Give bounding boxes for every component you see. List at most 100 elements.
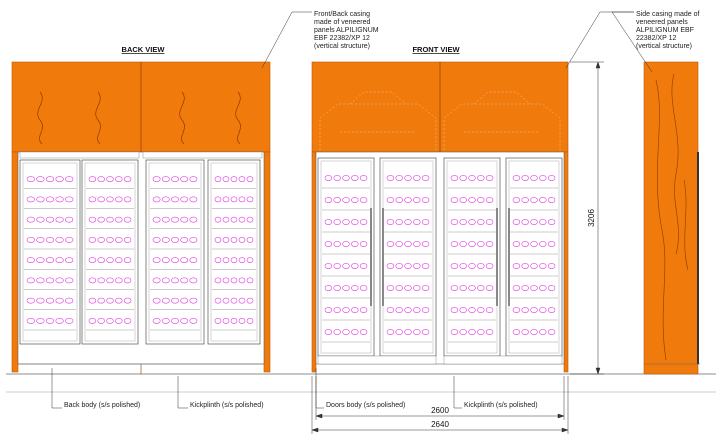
- wine-bottle: [106, 216, 114, 223]
- wine-bottle: [230, 297, 238, 304]
- wine-bottle: [230, 236, 238, 243]
- wine-bottle: [450, 329, 459, 335]
- wine-bottle: [351, 263, 359, 269]
- wine-bottle: [106, 317, 114, 324]
- wine-bottle: [342, 175, 350, 181]
- wine-bottle: [36, 297, 45, 304]
- wine-bottle: [521, 329, 529, 335]
- wine-bottle: [512, 219, 521, 225]
- wine-bottle: [477, 329, 485, 335]
- wine-bottle: [115, 257, 123, 264]
- wine-bottle: [106, 297, 114, 304]
- wine-bottle: [485, 219, 494, 225]
- wine-bottle: [97, 196, 105, 203]
- wine-bottle: [342, 329, 350, 335]
- wine-bottle: [386, 175, 395, 181]
- wine-bottle: [152, 257, 161, 264]
- wine-bottle: [106, 176, 114, 183]
- wine-bottle: [421, 219, 430, 225]
- wine-bottle: [189, 216, 198, 223]
- wine-bottle: [55, 236, 64, 243]
- wine-bottle: [342, 219, 350, 225]
- wine-bottle: [333, 175, 341, 181]
- cabinet-door: [443, 157, 501, 357]
- side-casing-note-line: veneered panels: [636, 19, 688, 26]
- hidden-line: [349, 91, 407, 105]
- wine-bottle: [45, 257, 55, 264]
- wine-bottle: [351, 329, 359, 335]
- wine-bottle: [161, 196, 170, 203]
- wood-grain-line: [671, 73, 679, 255]
- wine-bottle: [246, 277, 254, 284]
- wine-bottle: [189, 297, 198, 304]
- front-casing-note-line: (vertical structure): [314, 43, 370, 50]
- wine-bottle: [459, 285, 467, 291]
- wine-bottle: [459, 263, 467, 269]
- hidden-line: [473, 91, 531, 105]
- wine-bottle: [530, 219, 538, 225]
- wine-bottle: [55, 277, 64, 284]
- cabinet-door: [207, 159, 261, 345]
- back-casing-left-strip: [11, 151, 19, 373]
- wine-bottle: [468, 219, 476, 225]
- wine-bottle: [115, 317, 123, 324]
- wine-bottle: [214, 257, 222, 264]
- wine-bottle: [26, 257, 35, 264]
- wine-bottle: [477, 263, 485, 269]
- cabinet-door: [505, 157, 563, 357]
- front-casing-note-line: Front/Back casing: [314, 11, 370, 18]
- back-cabinets: [19, 151, 263, 345]
- wine-bottle: [459, 329, 467, 335]
- wine-bottle: [180, 216, 189, 223]
- wine-bottle: [395, 285, 403, 291]
- wine-bottle: [386, 241, 395, 247]
- wine-bottle: [26, 196, 35, 203]
- wine-bottle: [459, 241, 467, 247]
- wine-bottle: [395, 175, 403, 181]
- wine-bottle: [521, 307, 529, 313]
- wine-bottle: [152, 216, 161, 223]
- wine-bottle: [106, 277, 114, 284]
- wine-bottle: [521, 285, 529, 291]
- wine-bottle: [530, 263, 538, 269]
- wine-bottle: [351, 285, 359, 291]
- cabinet-top-rail: [19, 151, 140, 159]
- wine-bottle: [161, 297, 170, 304]
- wine-bottle: [413, 219, 421, 225]
- wine-bottle: [404, 329, 412, 335]
- wine-bottle: [45, 317, 55, 324]
- wood-grain-line: [95, 91, 101, 145]
- wine-bottle: [421, 175, 430, 181]
- wine-bottle: [512, 307, 521, 313]
- wine-bottle: [539, 263, 547, 269]
- front-view: [311, 61, 569, 373]
- wine-bottle: [97, 176, 105, 183]
- wine-bottle: [413, 329, 421, 335]
- wine-bottle: [180, 297, 189, 304]
- wine-bottle: [123, 257, 132, 264]
- wine-bottle: [485, 307, 494, 313]
- wine-bottle: [161, 176, 170, 183]
- kickplinth-back-label: Kickplinth (s/s polished): [190, 402, 264, 409]
- wine-bottle: [65, 216, 74, 223]
- wine-bottle: [26, 297, 35, 304]
- wine-bottle: [214, 216, 222, 223]
- wine-bottle: [115, 196, 123, 203]
- wine-bottle: [468, 197, 476, 203]
- wine-bottle: [171, 236, 179, 243]
- wine-bottle: [88, 176, 97, 183]
- wine-bottle: [395, 329, 403, 335]
- wine-bottle: [404, 307, 412, 313]
- wine-bottle: [530, 241, 538, 247]
- wine-bottle: [342, 241, 350, 247]
- wine-bottle: [386, 219, 395, 225]
- wine-bottle: [115, 236, 123, 243]
- wine-bottle: [485, 175, 494, 181]
- height-dimension: [570, 61, 604, 375]
- wine-bottle: [55, 216, 64, 223]
- wine-bottle: [36, 317, 45, 324]
- wine-bottle: [115, 216, 123, 223]
- wine-bottle: [485, 285, 494, 291]
- wine-bottle: [171, 277, 179, 284]
